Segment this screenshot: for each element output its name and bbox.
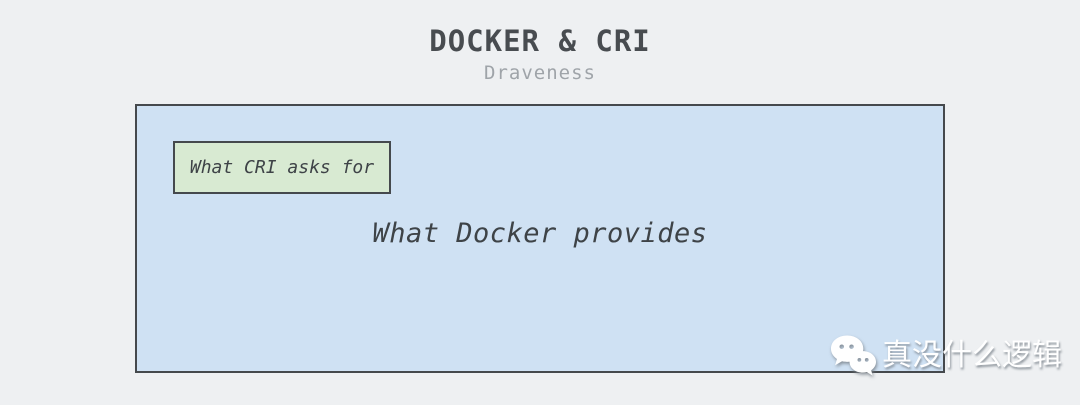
wechat-icon	[830, 335, 877, 376]
cri-asks-box: What CRI asks for	[173, 141, 391, 194]
watermark: 真没什么逻辑	[830, 334, 1062, 378]
cri-asks-label: What CRI asks for	[189, 157, 375, 178]
page-title: DOCKER & CRI	[429, 24, 651, 58]
docker-provides-box: What CRI asks for What Docker provides	[135, 104, 945, 373]
page-subtitle: Draveness	[484, 62, 596, 84]
docker-provides-label: What Docker provides	[372, 218, 708, 249]
watermark-text: 真没什么逻辑	[882, 338, 1062, 373]
